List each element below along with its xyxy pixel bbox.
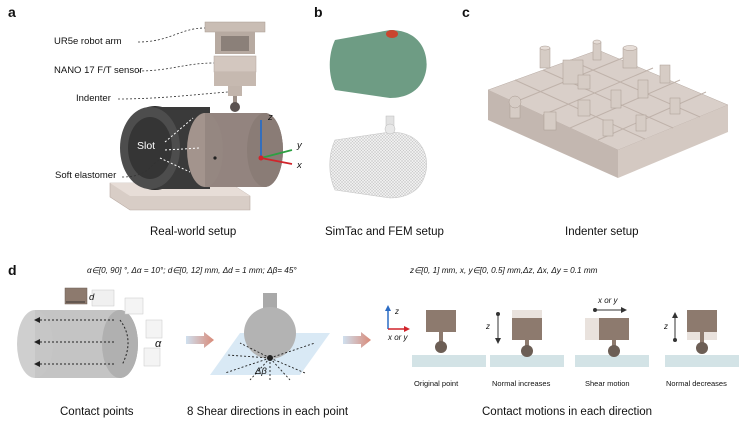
label-slot: Slot xyxy=(137,140,156,152)
symbol-d: d xyxy=(89,292,95,303)
motion-label-1: Normal increases xyxy=(492,379,551,388)
caption-b: SimTac and FEM setup xyxy=(325,226,444,238)
indenter-setup-illustration xyxy=(487,39,729,178)
contact-points-illustration xyxy=(17,287,163,378)
formula-left: α∈[0, 90] °, Δα = 10°; d∈[0, 12] mm, Δd … xyxy=(87,266,297,275)
panel-letter-b: b xyxy=(314,4,323,20)
caption-d3: Contact motions in each direction xyxy=(482,406,653,418)
formula-right: z∈[0, 1] mm, x, y∈[0, 0.5] mm,Δz, Δx, Δy… xyxy=(410,266,598,275)
caption-c: Indenter setup xyxy=(565,226,639,238)
motion-label-3: Normal decreases xyxy=(666,379,727,388)
motion-z-4: z xyxy=(664,322,668,331)
motion-label-2: Shear motion xyxy=(585,379,630,388)
flow-arrow-1 xyxy=(186,332,214,348)
motion-frame-original xyxy=(412,310,486,367)
axis-y: y xyxy=(297,140,302,151)
label-ur5e: UR5e robot arm xyxy=(54,36,122,47)
label-nano17: NANO 17 F/T sensor xyxy=(54,65,143,76)
motion-axis-xy: x or y xyxy=(388,333,408,342)
panel-letter-c: c xyxy=(462,4,470,20)
label-indenter: Indenter xyxy=(76,93,111,104)
motion-xy-3: x or y xyxy=(598,296,618,305)
caption-a: Real-world setup xyxy=(150,226,237,238)
motion-z-2: z xyxy=(486,322,490,331)
label-soft-elastomer: Soft elastomer xyxy=(55,170,117,181)
motion-frame-normal-decreases xyxy=(665,310,739,367)
caption-d2: 8 Shear directions in each point xyxy=(187,406,349,418)
motion-frame-normal-increases xyxy=(490,310,564,367)
motion-frame-shear xyxy=(575,307,649,367)
motion-axis-z: z xyxy=(395,307,399,316)
flow-arrow-2 xyxy=(343,332,371,348)
motion-label-0: Original point xyxy=(414,379,459,388)
panel-letter-a: a xyxy=(8,4,16,20)
motion-axes xyxy=(385,305,410,332)
symbol-alpha: α xyxy=(155,338,162,350)
axis-x: x xyxy=(297,160,302,171)
symbol-beta: Δβ xyxy=(255,366,267,377)
shear-directions-illustration xyxy=(210,293,330,381)
real-world-setup-illustration xyxy=(109,21,293,211)
simtac-fem-illustration xyxy=(329,30,427,199)
axis-z: z xyxy=(268,112,273,123)
panel-letter-d: d xyxy=(8,262,17,278)
caption-d1: Contact points xyxy=(60,406,134,418)
